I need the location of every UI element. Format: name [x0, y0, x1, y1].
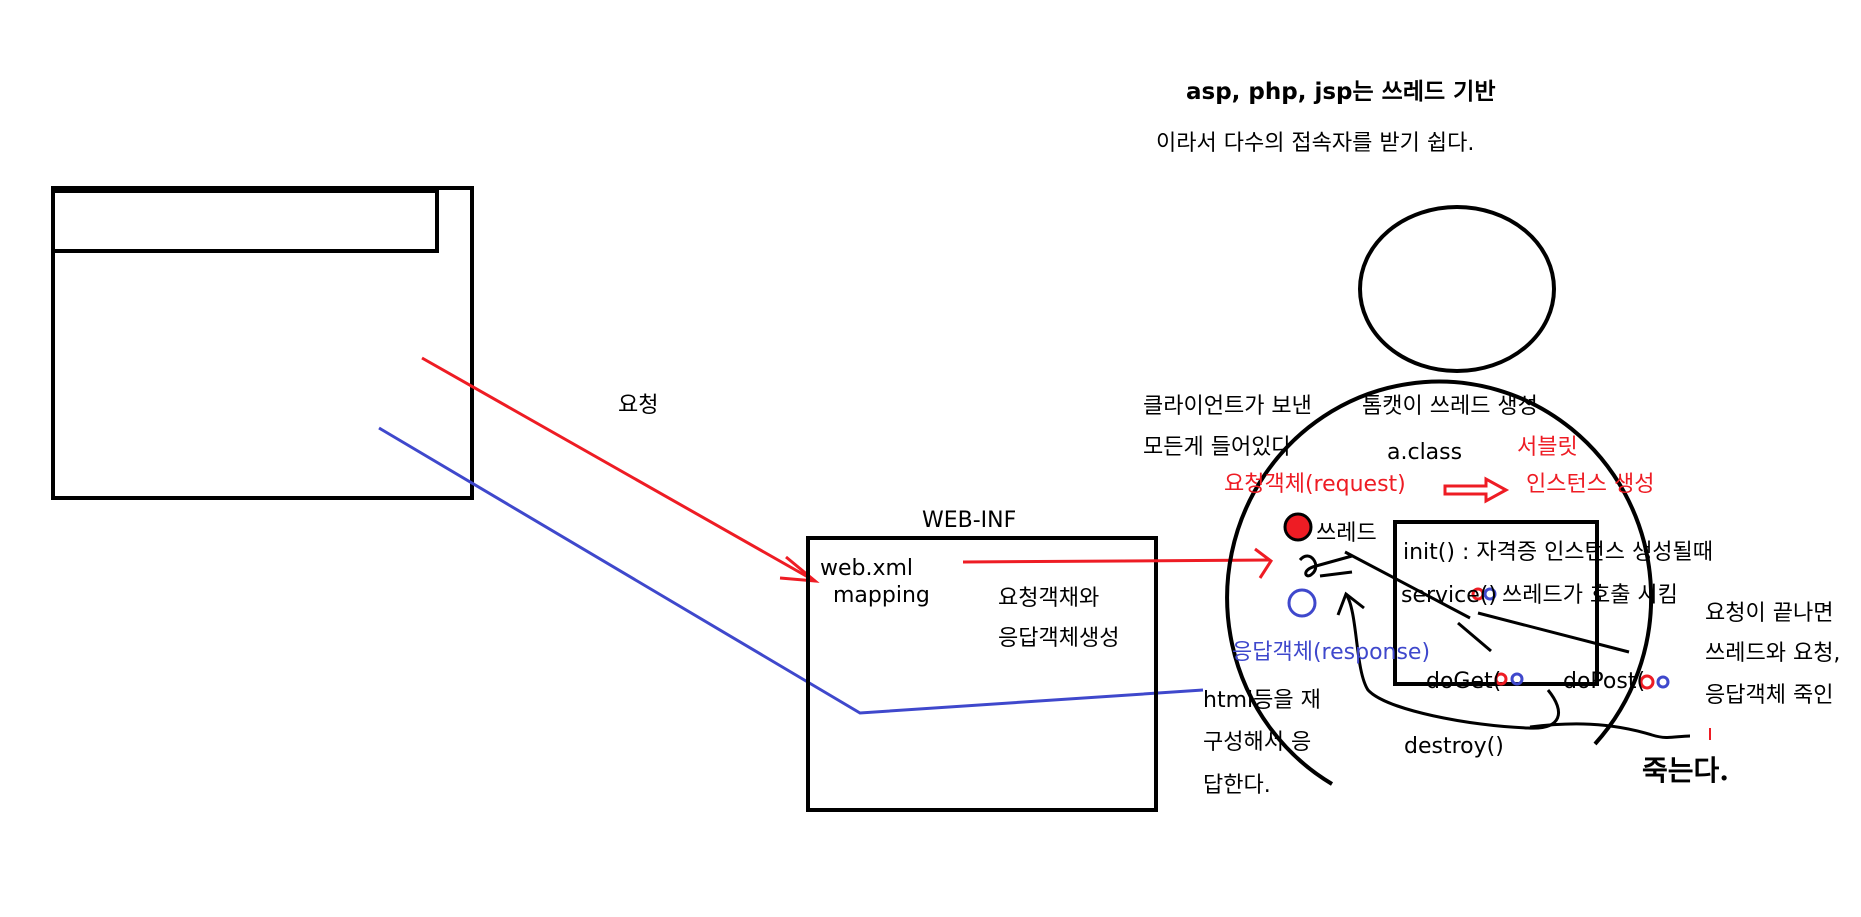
response-object-label: 응답객체(response) — [1232, 640, 1430, 665]
tomcat-body — [1225, 379, 1654, 786]
return-arrow-head — [1336, 591, 1365, 616]
request-object-dot — [1283, 512, 1313, 542]
doget-label: doGet( — [1426, 669, 1501, 694]
dopost-request-dot — [1639, 674, 1655, 690]
service-stroke — [1457, 621, 1492, 653]
tomcat-head — [1358, 205, 1556, 373]
webxml-label: web.xml — [820, 556, 913, 581]
thread-label: 쓰레드 — [1316, 521, 1377, 546]
end-note-line-1: 요청이 끝나면 — [1705, 601, 1833, 626]
aclass-label: a.class — [1387, 440, 1462, 465]
thread-to-service-line — [1344, 550, 1471, 620]
instantiate-arrow — [1443, 476, 1510, 504]
mapping-arrow-line — [962, 558, 1271, 564]
end-note-line-3: 응답객체 죽인 — [1705, 683, 1833, 708]
mapping-label: mapping — [833, 583, 930, 608]
request-label: 요청 — [618, 393, 658, 418]
request-object-label: 요청객체(request) — [1224, 472, 1406, 497]
thread-stroke — [1319, 570, 1353, 578]
webinf-label: WEB-INF — [922, 508, 1016, 533]
dopost-response-dot — [1656, 675, 1670, 689]
rebuild-line-2: 구성해서 응 — [1203, 730, 1311, 755]
service-to-dopost-line — [1477, 611, 1630, 654]
browser-window — [51, 186, 474, 500]
create-objects-line-1: 요청객채와 — [998, 586, 1099, 611]
client-note-line-1: 클라이언트가 보낸 — [1143, 394, 1312, 419]
thread-squiggle — [1298, 554, 1353, 578]
service-request-dot — [1471, 587, 1485, 601]
title-line-1: asp, php, jsp는 쓰레드 기반 — [1186, 79, 1495, 105]
return-curve — [1344, 593, 1560, 730]
doget-request-dot — [1494, 672, 1508, 686]
instance-create-label: 인스턴스 생성 — [1526, 472, 1654, 497]
rebuild-line-1: html등을 재 — [1203, 688, 1321, 713]
death-sweep — [1529, 722, 1691, 740]
browser-address-bar — [51, 189, 439, 253]
create-objects-line-2: 응답객체생성 — [998, 626, 1119, 651]
request-arrow-line — [421, 356, 816, 583]
servlet-box — [1393, 520, 1599, 686]
end-note-line-2: 쓰레드와 요청, — [1705, 641, 1840, 666]
request-arrow-head — [779, 555, 820, 583]
destroy-label: destroy() — [1404, 734, 1504, 759]
service-response-dot — [1483, 587, 1497, 601]
mapping-arrow-head — [1254, 547, 1274, 579]
init-label: init() : 자격증 인스턴스 생성될때 — [1403, 540, 1713, 565]
response-object-circle — [1287, 588, 1317, 618]
servlet-label: 서블릿 — [1517, 435, 1578, 460]
response-line — [378, 426, 1204, 715]
webinf-box — [806, 536, 1158, 812]
service-note: 쓰레드가 호출 시킴 — [1502, 583, 1678, 608]
title-line-2: 이라서 다수의 접속자를 받기 쉽다. — [1156, 131, 1474, 156]
service-label: service() — [1401, 583, 1497, 608]
client-note-line-2: 모든게 들어있다 — [1143, 435, 1292, 460]
doget-response-dot — [1510, 672, 1524, 686]
dopost-label: doPost( — [1563, 669, 1645, 694]
tomcat-thread-label: 톰캣이 쓰레드 생성 — [1362, 394, 1538, 419]
rebuild-line-3: 답한다. — [1203, 773, 1271, 798]
dies-label: 죽는다. — [1642, 754, 1729, 787]
